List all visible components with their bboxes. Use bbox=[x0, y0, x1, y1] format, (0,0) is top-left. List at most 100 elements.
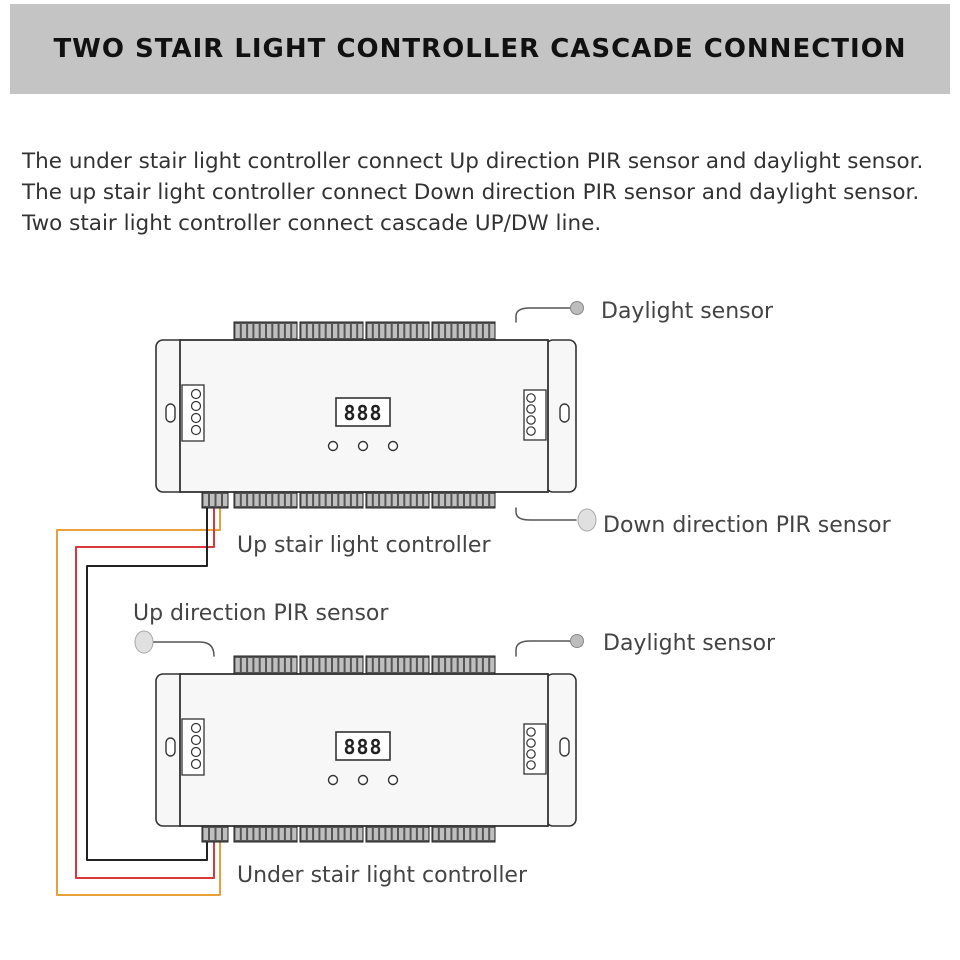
connector-pin bbox=[190, 400, 202, 412]
terminal-pin bbox=[210, 494, 215, 506]
terminal-pin bbox=[320, 324, 325, 338]
terminal-pin bbox=[273, 828, 278, 840]
terminal-pin bbox=[285, 828, 291, 840]
terminal-pin bbox=[260, 324, 265, 338]
daylight-sensor-bottom-icon bbox=[570, 634, 584, 648]
daylight-sensor-bottom-lead bbox=[515, 640, 571, 657]
terminal-pin bbox=[465, 324, 470, 338]
control-button bbox=[357, 440, 369, 452]
terminal-pin bbox=[399, 324, 404, 338]
terminal-pin bbox=[267, 658, 272, 672]
connector-pin bbox=[190, 758, 202, 770]
terminal-pin bbox=[339, 494, 344, 506]
terminal-pin bbox=[411, 658, 416, 672]
terminal-pin bbox=[380, 494, 385, 506]
terminal-pin bbox=[307, 494, 313, 506]
terminal-pin bbox=[216, 828, 221, 840]
terminal-pin bbox=[301, 324, 306, 338]
intro-line-1: The under stair light controller connect… bbox=[22, 149, 924, 174]
terminal-pin bbox=[235, 828, 240, 840]
terminal-pin bbox=[326, 828, 331, 840]
terminal-pin bbox=[248, 324, 253, 338]
terminal-pin bbox=[267, 828, 272, 840]
terminal-pin bbox=[351, 324, 357, 338]
terminal-pin bbox=[386, 658, 391, 672]
terminal-pin bbox=[248, 828, 253, 840]
terminal-pin bbox=[458, 828, 463, 840]
terminal-pin bbox=[273, 324, 278, 338]
terminal-pin bbox=[424, 828, 429, 840]
display-digits: 888 bbox=[343, 735, 382, 759]
terminal-pin bbox=[411, 324, 416, 338]
terminal-pin bbox=[345, 658, 350, 672]
terminal-pin bbox=[380, 658, 385, 672]
terminal-pin bbox=[367, 828, 372, 840]
terminal-pin bbox=[301, 658, 306, 672]
terminal-pin bbox=[477, 658, 482, 672]
terminal-pin bbox=[285, 494, 291, 506]
terminal-pin bbox=[358, 494, 363, 506]
terminal-pin bbox=[339, 658, 344, 672]
terminal-pin bbox=[490, 828, 495, 840]
daylight-sensor-top-lead bbox=[515, 307, 571, 323]
terminal-pin bbox=[458, 324, 463, 338]
terminal-pin bbox=[339, 828, 344, 840]
terminal-pin bbox=[433, 658, 438, 672]
terminal-pin bbox=[267, 324, 272, 338]
terminal-pin bbox=[446, 494, 451, 506]
terminal-pin bbox=[452, 324, 457, 338]
terminal-pin bbox=[411, 494, 416, 506]
terminal-pin bbox=[320, 828, 325, 840]
terminal-pin bbox=[411, 828, 416, 840]
terminal-pin bbox=[307, 828, 313, 840]
terminal-pin bbox=[267, 494, 272, 506]
daylight-sensor-top-label: Daylight sensor bbox=[601, 299, 774, 324]
terminal-pin bbox=[465, 828, 470, 840]
terminal-pin bbox=[307, 658, 313, 672]
terminal-pin bbox=[292, 828, 297, 840]
terminal-pin bbox=[405, 658, 410, 672]
control-button bbox=[387, 440, 399, 452]
terminal-pin bbox=[424, 658, 429, 672]
terminal-pin bbox=[417, 828, 423, 840]
terminal-pin bbox=[223, 828, 228, 840]
terminal-pin bbox=[477, 324, 482, 338]
terminal-pin bbox=[235, 324, 240, 338]
terminal-pin bbox=[223, 494, 228, 506]
page-title: TWO STAIR LIGHT CONTROLLER CASCADE CONNE… bbox=[53, 34, 907, 64]
terminal-pin bbox=[203, 494, 208, 506]
terminal-pin bbox=[260, 658, 265, 672]
terminal-pin bbox=[326, 494, 331, 506]
terminal-pin bbox=[333, 494, 338, 506]
terminal-pin bbox=[380, 324, 385, 338]
terminal-pin bbox=[373, 658, 379, 672]
control-button bbox=[327, 774, 339, 786]
terminal-pin bbox=[392, 324, 397, 338]
terminal-pin bbox=[399, 828, 404, 840]
digit-display bbox=[335, 397, 391, 427]
terminal-pin bbox=[358, 324, 363, 338]
terminal-pin bbox=[417, 494, 423, 506]
terminal-pin bbox=[314, 658, 319, 672]
terminal-pin bbox=[320, 658, 325, 672]
connector-pin bbox=[190, 424, 202, 436]
terminal-pin bbox=[405, 828, 410, 840]
intro-line-3: Two stair light controller connect casca… bbox=[22, 211, 602, 236]
terminal-pin bbox=[405, 494, 410, 506]
terminal-block bbox=[201, 825, 229, 843]
digit-display bbox=[335, 731, 391, 761]
under-stair-controller: 888 bbox=[155, 655, 577, 843]
terminal-pin bbox=[273, 658, 278, 672]
terminal-pin bbox=[373, 828, 379, 840]
control-button bbox=[357, 774, 369, 786]
terminal-pin bbox=[285, 324, 291, 338]
terminal-pin bbox=[279, 324, 284, 338]
mounting-hole bbox=[165, 737, 176, 757]
terminal-pin bbox=[235, 658, 240, 672]
terminal-pin bbox=[314, 494, 319, 506]
terminal-pin bbox=[465, 658, 470, 672]
terminal-pin bbox=[248, 494, 253, 506]
terminal-pin bbox=[483, 658, 489, 672]
down-pir-sensor-label: Down direction PIR sensor bbox=[603, 513, 892, 538]
terminal-pin bbox=[351, 658, 357, 672]
